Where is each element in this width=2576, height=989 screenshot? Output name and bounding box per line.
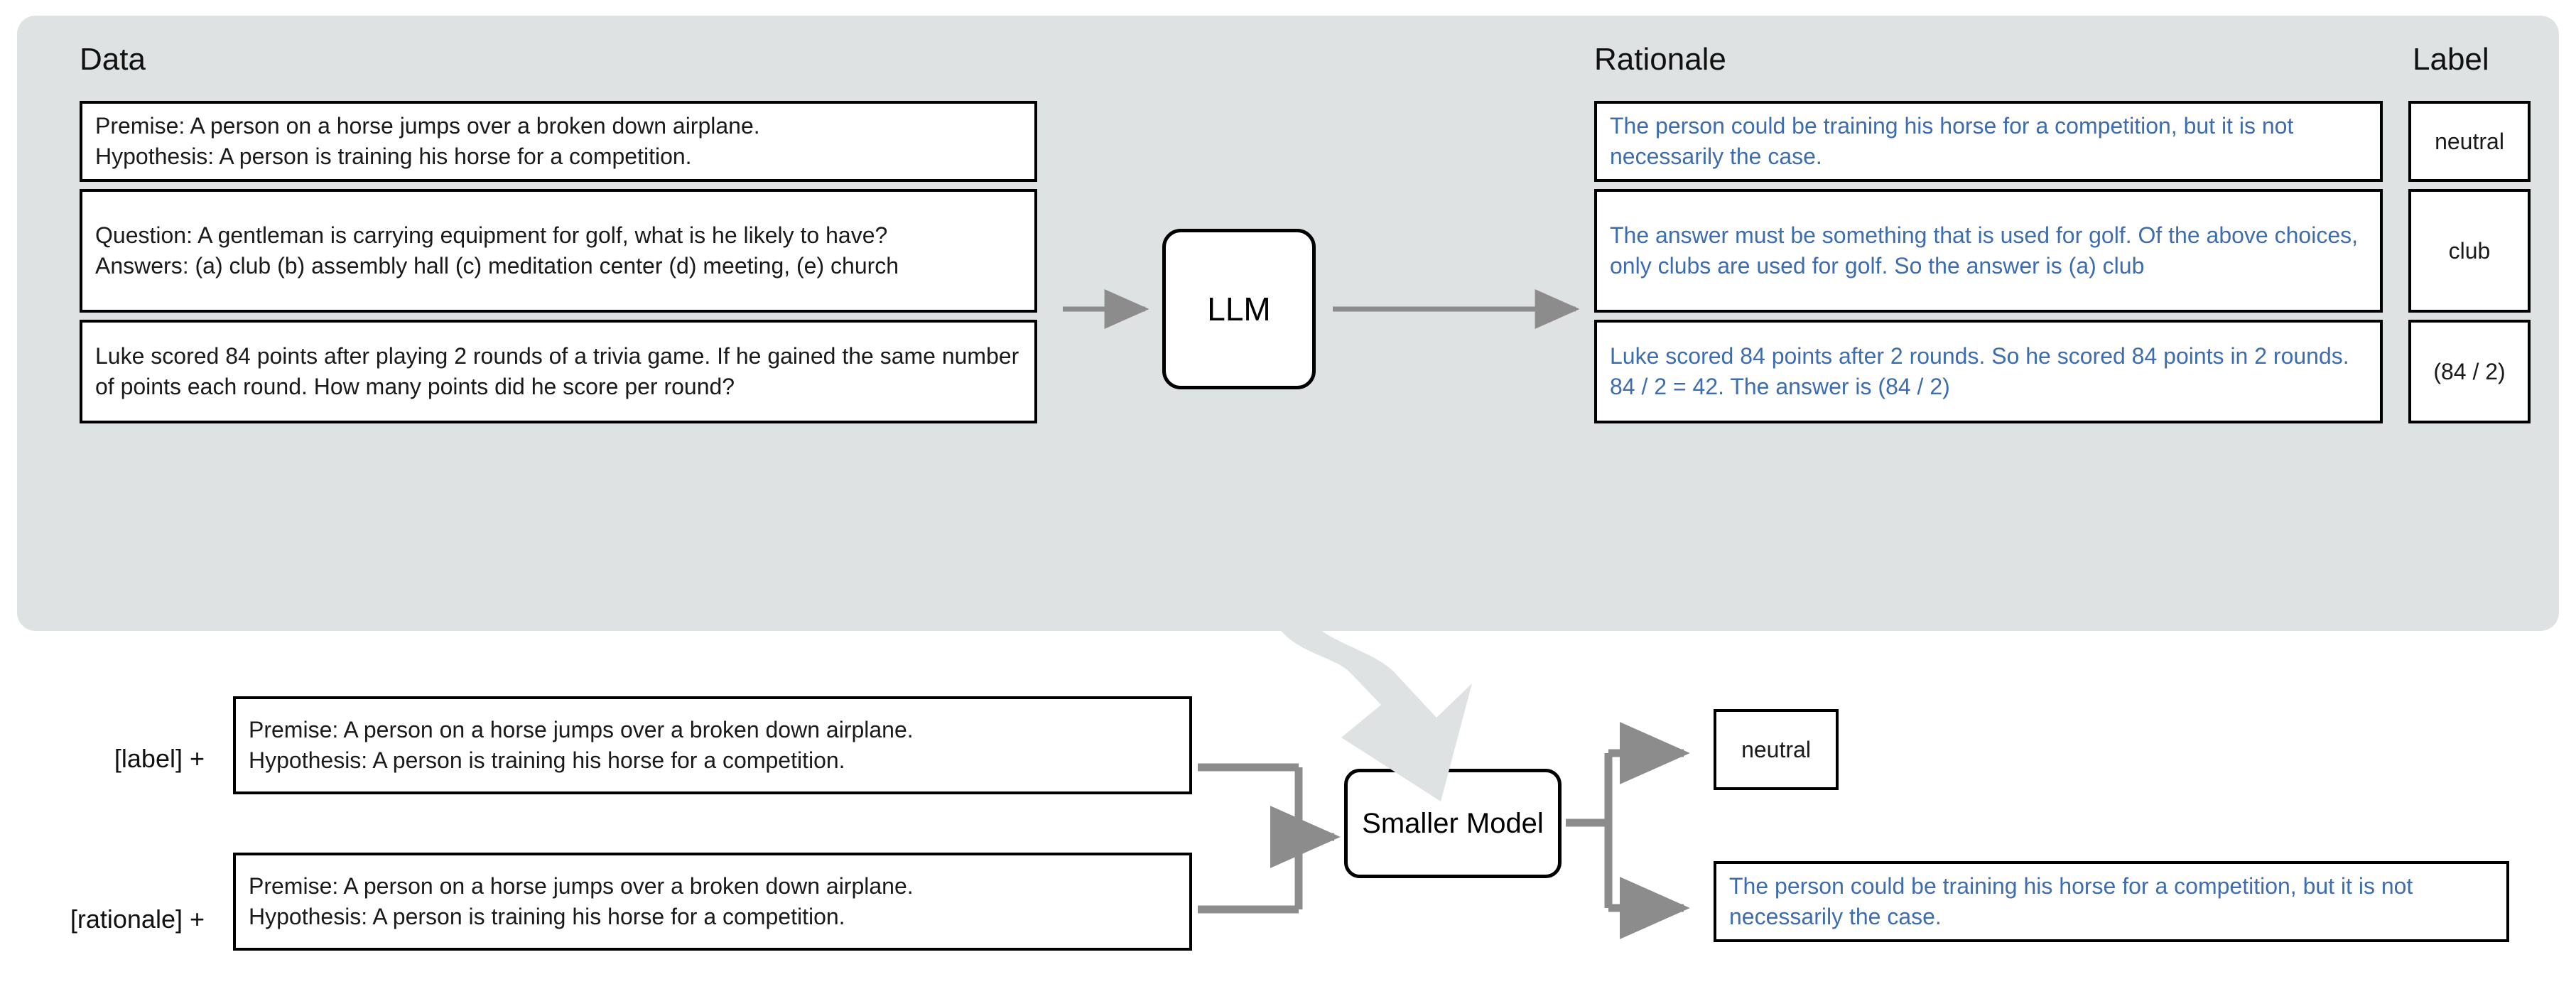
bottom-input-card-2-line-2: Hypothesis: A person is training his hor…: [249, 904, 845, 929]
label-card-2-text: club: [2448, 237, 2491, 264]
data-card-2-line-1: Question: A gentleman is carrying equipm…: [95, 222, 888, 248]
label-card-1-text: neutral: [2435, 128, 2504, 154]
data-card-1-line-2: Hypothesis: A person is training his hor…: [95, 144, 692, 169]
bottom-input-card-2-line-1: Premise: A person on a horse jumps over …: [249, 873, 914, 899]
rationale-card-2: The answer must be something that is use…: [1594, 189, 2383, 313]
input-prefix-rationale: [rationale] +: [70, 904, 205, 934]
label-card-2: club: [2408, 189, 2531, 313]
data-card-3: Luke scored 84 points after playing 2 ro…: [80, 320, 1037, 423]
llm-box: LLM: [1162, 229, 1316, 389]
output-card-label: neutral: [1714, 709, 1839, 790]
rationale-card-3-text: Luke scored 84 points after 2 rounds. So…: [1610, 343, 2349, 399]
smaller-model-box: Smaller Model: [1344, 769, 1562, 878]
output-card-rationale: The person could be training his horse f…: [1714, 861, 2509, 942]
data-card-2-line-2: Answers: (a) club (b) assembly hall (c) …: [95, 253, 899, 279]
bottom-input-card-2: Premise: A person on a horse jumps over …: [233, 853, 1192, 951]
label-card-3-text: (84 / 2): [2433, 358, 2506, 384]
bottom-input-card-1-line-2: Hypothesis: A person is training his hor…: [249, 747, 845, 773]
output-card-label-text: neutral: [1741, 736, 1811, 762]
smaller-model-box-label: Smaller Model: [1362, 807, 1544, 839]
data-card-2: Question: A gentleman is carrying equipm…: [80, 189, 1037, 313]
input-prefix-label: [label] +: [114, 744, 205, 773]
heading-label: Label: [2413, 42, 2489, 77]
data-card-1-line-1: Premise: A person on a horse jumps over …: [95, 113, 760, 139]
rationale-card-2-text: The answer must be something that is use…: [1610, 222, 2358, 279]
bottom-input-card-1: Premise: A person on a horse jumps over …: [233, 696, 1192, 794]
label-card-3: (84 / 2): [2408, 320, 2531, 423]
label-card-1: neutral: [2408, 101, 2531, 182]
rationale-card-3: Luke scored 84 points after 2 rounds. So…: [1594, 320, 2383, 423]
llm-box-label: LLM: [1207, 291, 1271, 328]
data-card-1: Premise: A person on a horse jumps over …: [80, 101, 1037, 182]
rationale-card-1-text: The person could be training his horse f…: [1610, 113, 2294, 169]
rationale-card-1: The person could be training his horse f…: [1594, 101, 2383, 182]
heading-data: Data: [80, 42, 146, 77]
output-card-rationale-text: The person could be training his horse f…: [1729, 873, 2413, 929]
bottom-input-card-1-line-1: Premise: A person on a horse jumps over …: [249, 717, 914, 742]
heading-rationale: Rationale: [1594, 42, 1726, 77]
data-card-3-line-1: Luke scored 84 points after playing 2 ro…: [95, 343, 1019, 399]
